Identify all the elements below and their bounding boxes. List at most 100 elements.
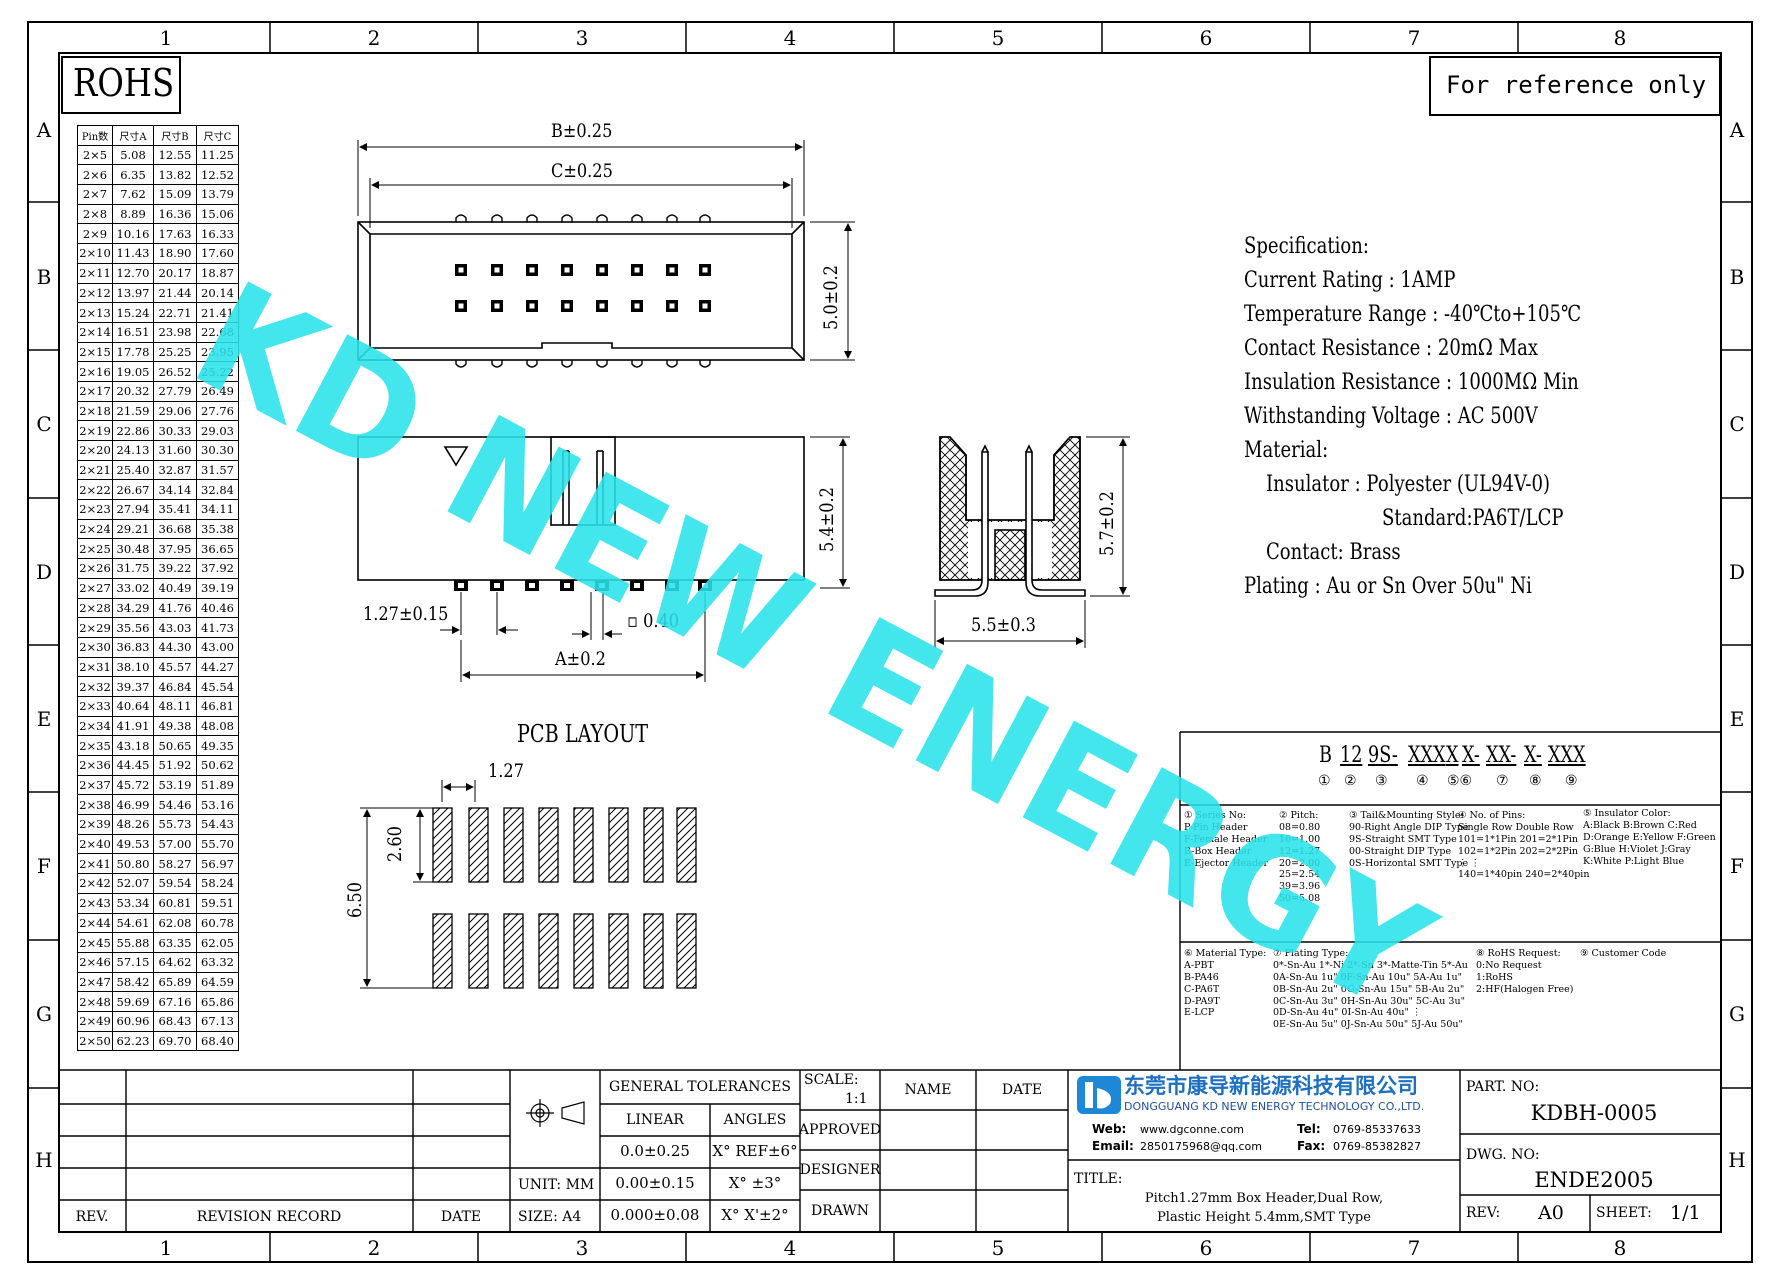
pin-hole <box>669 303 675 309</box>
table-cell: 10.16 <box>112 223 154 245</box>
legend-line: A:Black B:Brown C:Red <box>1583 819 1697 831</box>
table-cell: 44.30 <box>153 636 197 658</box>
table-cell: 20.32 <box>112 380 154 402</box>
pin-hole <box>634 267 640 273</box>
reference-note: For reference only <box>1446 71 1707 99</box>
table-cell: 16.36 <box>153 203 197 225</box>
part-code-marker: ④ <box>1416 773 1429 789</box>
legend-line: A-PBT <box>1184 959 1214 971</box>
table-cell: 2×43 <box>77 892 113 914</box>
pin-hole <box>458 267 464 273</box>
table-cell: 2×19 <box>77 420 113 441</box>
zone-row-A-right: A <box>1729 118 1745 142</box>
pin-stub <box>631 360 643 368</box>
dim-c: C±0.25 <box>551 160 613 182</box>
table-cell: 50.62 <box>196 755 239 776</box>
table-cell: 2×10 <box>77 243 113 264</box>
rev-field-label: REV: <box>1466 1205 1501 1221</box>
table-cell: 21.44 <box>153 282 197 304</box>
legend-line: 0D-Sn-Au 4u" 0I-Sn-Au 40u" ⋮ <box>1273 1007 1422 1019</box>
zone-row-G-left: G <box>36 1002 52 1026</box>
table-cell: 2×12 <box>77 282 113 304</box>
pcb-pad <box>643 913 664 989</box>
customer-code-legend: ⑨ Customer Code <box>1580 948 1666 960</box>
pin-stub <box>631 214 643 222</box>
tolerance-angle: X° X'±2° <box>721 1206 789 1224</box>
table-cell: 53.34 <box>112 892 154 914</box>
table-cell: 34.29 <box>112 597 154 619</box>
smt-pin-hole <box>458 583 464 588</box>
pin-stub <box>596 214 608 222</box>
table-cell: 68.43 <box>153 1010 197 1032</box>
zone-row-G-right: G <box>1729 1002 1745 1026</box>
spec-line: Insulator : Polyester (UL94V-0) <box>1266 472 1551 497</box>
spec-line: Contact Resistance : 20mΩ Max <box>1244 336 1539 361</box>
table-cell: 2×49 <box>77 1010 113 1032</box>
pcb-pad <box>468 807 489 883</box>
table-cell: 54.46 <box>153 794 197 816</box>
table-cell: 54.61 <box>112 912 154 934</box>
company-logo-icon <box>1077 1076 1121 1114</box>
table-cell: 51.89 <box>196 774 239 796</box>
table-cell: 44.45 <box>112 755 154 776</box>
legend-line: ③ Tail&Mounting Style: <box>1349 810 1464 821</box>
dim-height-front: 5.4±0.2 <box>816 487 838 552</box>
pcb-pad <box>573 807 594 883</box>
table-cell: 2×28 <box>77 597 113 619</box>
part-code-marker: ① <box>1318 773 1331 789</box>
table-cell: 2×50 <box>77 1030 113 1052</box>
table-cell: 15.06 <box>196 203 239 225</box>
legend-line: 39=3.96 <box>1279 881 1321 893</box>
email-value: 2850175968@qq.com <box>1140 1140 1262 1153</box>
tolerance-linear: 0.00±0.15 <box>615 1174 695 1192</box>
tolerance-linear: 0.000±0.08 <box>610 1206 700 1224</box>
legend-line: 140=1*40pin 240=2*40pin <box>1458 869 1590 881</box>
legend-line: G:Blue H:Violet J:Gray <box>1583 843 1691 855</box>
table-cell: 53.16 <box>196 794 239 816</box>
zone-column-7-bottom: 7 <box>1407 1236 1421 1260</box>
spec-line: Material: <box>1244 438 1329 463</box>
pcb-pad <box>432 913 453 989</box>
table-cell: 65.89 <box>153 971 197 993</box>
table-cell: 30.33 <box>153 420 197 441</box>
dwg-no-label: DWG. NO: <box>1466 1147 1540 1163</box>
pin-stub <box>666 214 678 222</box>
table-cell: 62.08 <box>153 912 197 934</box>
table-cell: 49.38 <box>153 715 197 737</box>
zone-column-5-top: 5 <box>991 26 1005 50</box>
part-code-marker: ② <box>1344 773 1357 789</box>
table-cell: 59.51 <box>196 892 239 914</box>
table-cell: 60.78 <box>196 912 239 934</box>
table-cell: 2×31 <box>77 656 113 678</box>
smt-pin-hole <box>669 583 675 588</box>
table-cell: 55.70 <box>196 833 239 855</box>
part-code-segment: X- <box>1524 743 1542 768</box>
zone-row-B-right: B <box>1729 265 1745 289</box>
zone-row-F-right: F <box>1730 854 1744 878</box>
table-cell: 43.00 <box>196 636 239 658</box>
table-cell: 2×9 <box>77 223 113 245</box>
table-cell: 19.05 <box>112 361 154 382</box>
scale-label: SCALE: <box>804 1072 859 1088</box>
legend-line: 08=0.80 <box>1279 821 1321 833</box>
table-cell: 7.62 <box>112 184 154 205</box>
company-name-en: DONGGUANG KD NEW ENERGY TECHNOLOGY CO.,L… <box>1124 1100 1425 1113</box>
pin-stub <box>491 360 503 368</box>
spec-line: Contact: Brass <box>1266 540 1401 565</box>
zone-column-1-bottom: 1 <box>159 1236 173 1260</box>
table-cell: 2×26 <box>77 558 113 579</box>
part-code-segment: B <box>1319 743 1332 768</box>
